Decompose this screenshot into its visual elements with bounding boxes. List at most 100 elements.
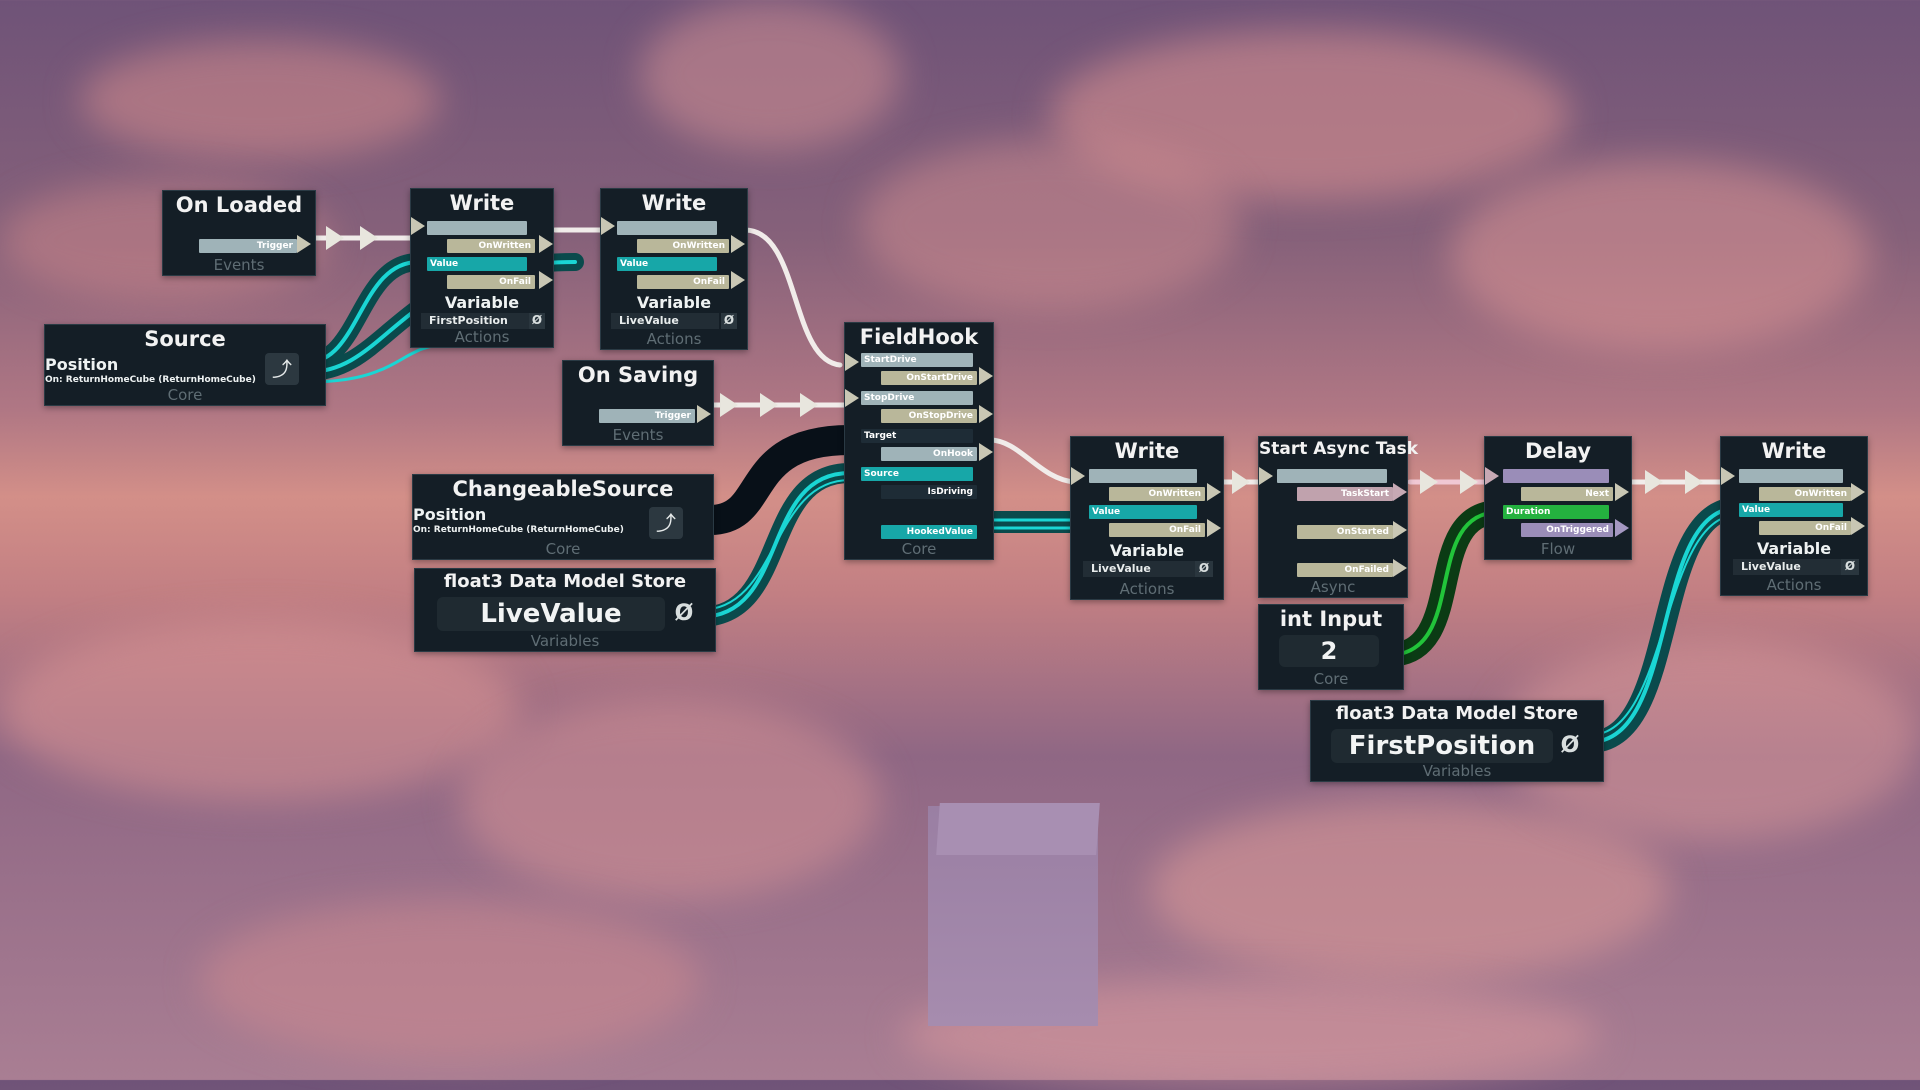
output-on-fail[interactable]: OnFail bbox=[1759, 521, 1851, 535]
impulse-output-arrow[interactable] bbox=[1615, 519, 1629, 537]
output-is-driving[interactable]: IsDriving bbox=[881, 485, 977, 499]
node-data-model-store-first-position[interactable]: float3 Data Model Store FirstPosition Ø … bbox=[1310, 700, 1604, 782]
input-value[interactable]: Value bbox=[617, 257, 717, 271]
input-trigger[interactable] bbox=[1503, 469, 1609, 483]
impulse-output-arrow[interactable] bbox=[539, 271, 553, 289]
node-on-loaded[interactable]: On Loaded Trigger Events bbox=[162, 190, 316, 276]
input-write[interactable] bbox=[1089, 469, 1197, 483]
node-category: Actions bbox=[646, 330, 702, 348]
impulse-output-arrow[interactable] bbox=[539, 235, 553, 253]
input-target[interactable]: Target bbox=[861, 429, 973, 443]
node-delay[interactable]: Delay Next Duration OnTriggered Flow bbox=[1484, 436, 1632, 560]
null-button[interactable]: Ø bbox=[674, 601, 694, 626]
output-on-stop-drive[interactable]: OnStopDrive bbox=[881, 409, 977, 423]
node-title: float3 Data Model Store bbox=[1335, 703, 1579, 724]
impulse-output-arrow[interactable] bbox=[1393, 483, 1407, 501]
impulse-input-arrow[interactable] bbox=[1071, 467, 1085, 485]
impulse-output-arrow[interactable] bbox=[1851, 517, 1865, 535]
node-category: Variables bbox=[1422, 762, 1492, 780]
input-value[interactable]: Value bbox=[1089, 505, 1197, 519]
impulse-output-arrow[interactable] bbox=[697, 405, 711, 423]
output-on-written[interactable]: OnWritten bbox=[1109, 487, 1205, 501]
node-start-async-task[interactable]: Start Async Task TaskStart OnStarted OnF… bbox=[1258, 436, 1419, 598]
output-on-written[interactable]: OnWritten bbox=[447, 239, 535, 253]
impulse-output-arrow[interactable] bbox=[1207, 483, 1221, 501]
output-task-start[interactable]: TaskStart bbox=[1297, 487, 1393, 501]
node-write-live-value-b[interactable]: Write OnWritten Value OnFail Variable Li… bbox=[1070, 436, 1224, 600]
reference-source-button[interactable]: ⤴ bbox=[649, 507, 683, 539]
node-data-model-store-live-value[interactable]: float3 Data Model Store LiveValue Ø Vari… bbox=[414, 568, 716, 652]
variable-value[interactable]: FirstPosition bbox=[421, 313, 529, 329]
variable-value[interactable]: LiveValue bbox=[1733, 559, 1841, 575]
input-start-drive[interactable]: StartDrive bbox=[861, 353, 973, 367]
null-button[interactable]: Ø bbox=[1841, 559, 1859, 575]
impulse-output-arrow[interactable] bbox=[979, 367, 993, 385]
output-on-written[interactable]: OnWritten bbox=[1759, 487, 1851, 501]
output-next[interactable]: Next bbox=[1521, 487, 1613, 501]
impulse-input-arrow[interactable] bbox=[1259, 467, 1273, 485]
node-changeable-source[interactable]: ChangeableSource Position On: ReturnHome… bbox=[412, 474, 714, 560]
input-duration[interactable]: Duration bbox=[1503, 505, 1609, 519]
int-value-field[interactable]: 2 bbox=[1279, 635, 1379, 667]
null-button[interactable]: Ø bbox=[1195, 561, 1213, 577]
input-trigger[interactable] bbox=[1277, 469, 1387, 483]
store-value-field[interactable]: FirstPosition bbox=[1331, 729, 1553, 763]
node-write-live-value-a[interactable]: Write OnWritten Value OnFail Variable Li… bbox=[600, 188, 748, 350]
impulse-output-arrow[interactable] bbox=[979, 443, 993, 461]
impulse-output-arrow[interactable] bbox=[1393, 521, 1407, 539]
impulse-output-arrow[interactable] bbox=[731, 271, 745, 289]
impulse-input-arrow[interactable] bbox=[1721, 467, 1735, 485]
output-on-fail[interactable]: OnFail bbox=[637, 275, 729, 289]
field-label: Position bbox=[45, 355, 119, 374]
input-stop-drive[interactable]: StopDrive bbox=[861, 391, 973, 405]
node-write-first-position[interactable]: Write OnWritten Value OnFail Variable Fi… bbox=[410, 188, 554, 348]
impulse-output-arrow[interactable] bbox=[1851, 483, 1865, 501]
node-field-hook[interactable]: FieldHook StartDrive OnStartDrive StopDr… bbox=[844, 322, 994, 560]
node-title: Start Async Task bbox=[1259, 439, 1419, 459]
node-int-input[interactable]: int Input 2 Core bbox=[1258, 604, 1404, 690]
input-value[interactable]: Value bbox=[427, 257, 527, 271]
node-write-live-value-c[interactable]: Write OnWritten Value OnFail Variable Li… bbox=[1720, 436, 1868, 596]
impulse-input-arrow[interactable] bbox=[845, 389, 859, 407]
store-value-field[interactable]: LiveValue bbox=[437, 597, 665, 631]
impulse-output-arrow[interactable] bbox=[731, 235, 745, 253]
impulse-input-arrow[interactable] bbox=[601, 217, 615, 235]
output-on-written[interactable]: OnWritten bbox=[637, 239, 729, 253]
node-source[interactable]: Source Position On: ReturnHomeCube (Retu… bbox=[44, 324, 326, 406]
impulse-input-arrow[interactable] bbox=[845, 353, 859, 371]
impulse-output-arrow[interactable] bbox=[1207, 519, 1221, 537]
input-write[interactable] bbox=[617, 221, 717, 235]
output-on-failed[interactable]: OnFailed bbox=[1297, 563, 1393, 577]
impulse-output-arrow[interactable] bbox=[979, 405, 993, 423]
input-write[interactable] bbox=[427, 221, 527, 235]
cloud bbox=[200, 900, 700, 1060]
output-hooked-value[interactable]: HookedValue bbox=[881, 525, 977, 539]
impulse-output-arrow[interactable] bbox=[297, 235, 311, 253]
impulse-output-arrow[interactable] bbox=[1615, 483, 1629, 501]
output-on-hook[interactable]: OnHook bbox=[881, 447, 977, 461]
output-on-started[interactable]: OnStarted bbox=[1297, 525, 1393, 539]
null-button[interactable]: Ø bbox=[721, 313, 737, 329]
impulse-input-arrow[interactable] bbox=[1485, 467, 1499, 485]
node-on-saving[interactable]: On Saving Trigger Events bbox=[562, 360, 714, 446]
null-button[interactable]: Ø bbox=[1560, 733, 1580, 758]
output-trigger[interactable]: Trigger bbox=[599, 409, 695, 423]
input-source[interactable]: Source bbox=[861, 467, 973, 481]
null-button[interactable]: Ø bbox=[529, 313, 545, 329]
output-label: OnFail bbox=[1815, 523, 1847, 533]
impulse-arrow bbox=[1420, 470, 1438, 494]
input-label: StartDrive bbox=[864, 355, 917, 365]
input-write[interactable] bbox=[1739, 469, 1843, 483]
output-on-start-drive[interactable]: OnStartDrive bbox=[881, 371, 977, 385]
output-on-fail[interactable]: OnFail bbox=[447, 275, 535, 289]
output-on-fail[interactable]: OnFail bbox=[1109, 523, 1205, 537]
output-on-triggered[interactable]: OnTriggered bbox=[1521, 523, 1613, 537]
impulse-input-arrow[interactable] bbox=[411, 217, 425, 235]
variable-label: Variable bbox=[1756, 539, 1832, 558]
input-value[interactable]: Value bbox=[1739, 503, 1843, 517]
variable-value[interactable]: LiveValue bbox=[1083, 561, 1195, 577]
variable-value[interactable]: LiveValue bbox=[611, 313, 719, 329]
reference-source-button[interactable]: ⤴ bbox=[265, 353, 299, 385]
impulse-output-arrow[interactable] bbox=[1393, 559, 1407, 577]
output-trigger[interactable]: Trigger bbox=[199, 239, 297, 253]
